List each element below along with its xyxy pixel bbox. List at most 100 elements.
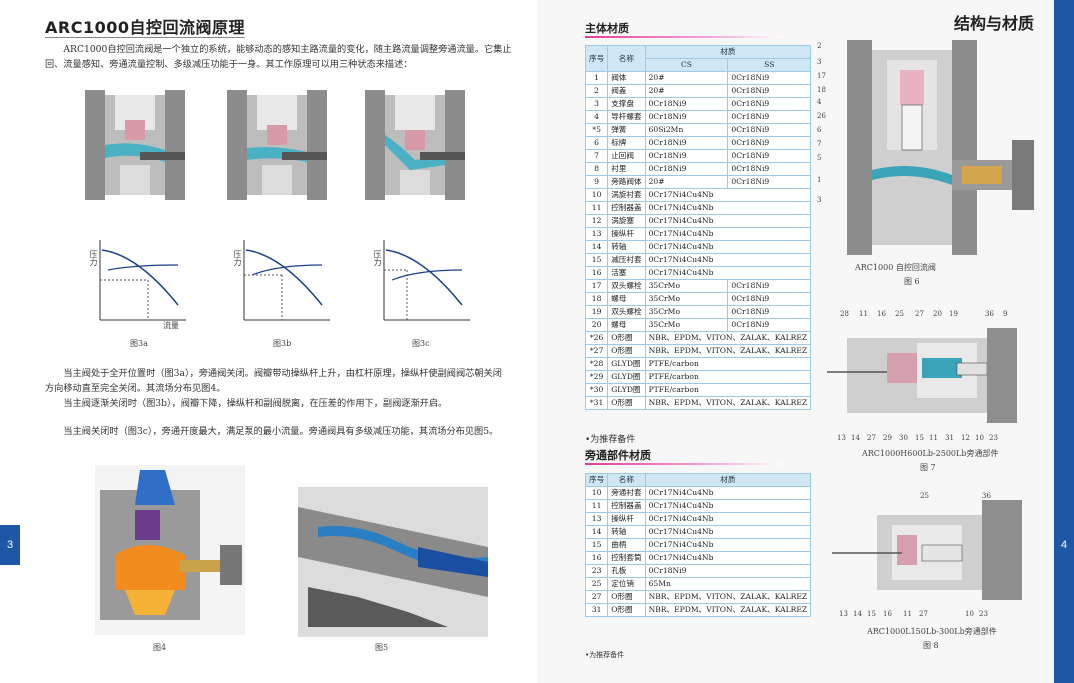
cell-no: 3	[584, 97, 609, 111]
cell-name: 双头螺栓	[607, 279, 646, 293]
fig6-callout-label: 18	[817, 86, 826, 94]
fig6-number: 图 6	[904, 277, 920, 286]
cell-no: 12	[584, 214, 609, 228]
section-bar	[585, 463, 785, 465]
fig7-callout-label: 9	[1003, 310, 1008, 318]
cell-cs: 0Cr18Ni9	[644, 162, 729, 176]
cell-cs: 0Cr17Ni4Cu4Nb	[644, 214, 812, 228]
cell-cs: 35CrMo	[644, 292, 729, 306]
fig7-callout-label: 13	[837, 434, 846, 442]
cell-name: 止回阀	[607, 149, 646, 163]
cell-name: 控制套筒	[607, 551, 646, 565]
fig8-caption: ARC1000L150Lb-300Lb旁通部件	[867, 627, 997, 636]
valve-diagram-3b	[227, 90, 327, 200]
cell-cs: 20#	[644, 84, 729, 98]
title-underline	[45, 37, 245, 38]
cell-name: 减压衬套	[607, 253, 646, 267]
fig6-callout-label: 17	[817, 72, 826, 80]
fig8-number: 图 8	[923, 641, 939, 650]
fig7-callout-label: 19	[949, 310, 958, 318]
cell-name: 阀体	[607, 71, 646, 85]
cell-cs: 35CrMo	[644, 318, 729, 332]
cell-ss: 0Cr18Ni9	[727, 123, 812, 137]
fig6-callout-label: 3	[817, 58, 822, 66]
fig6-callout-label: 7	[817, 140, 822, 148]
valve-diagram-3c	[365, 90, 465, 200]
bypass-parts-figure-7	[827, 328, 1017, 423]
fig7-callout-label: 10	[975, 434, 984, 442]
cell-ss: 0Cr18Ni9	[727, 292, 812, 306]
cell-no: 18	[584, 292, 609, 306]
right-page-strip	[1054, 0, 1074, 683]
cell-name: 操纵杆	[607, 512, 646, 526]
cell-name: 衬里	[607, 162, 646, 176]
page-number-tab: 4	[1054, 525, 1074, 565]
cell-no: 10	[584, 188, 609, 202]
cell-cs: 0Cr17Ni4Cu4Nb	[644, 188, 812, 202]
cell-cs: 60Si2Mn	[644, 123, 729, 137]
fig6-callout-label: 3	[817, 196, 822, 204]
flow-field-figure-4	[95, 465, 245, 635]
cell-no: 14	[584, 525, 609, 539]
col-ss: SS	[727, 58, 812, 72]
fig8-callout-label: 13	[839, 610, 848, 618]
cell-name: 孔板	[607, 564, 646, 578]
bypass-parts-figure-8	[832, 500, 1022, 600]
fig7-callout-label: 11	[859, 310, 868, 318]
cell-no: 20	[584, 318, 609, 332]
cell-no: *28	[584, 357, 609, 371]
cell-no: 31	[584, 603, 609, 617]
col-material: 材质	[644, 45, 812, 59]
cell-name: 转轴	[607, 525, 646, 539]
col-no: 序号	[584, 473, 609, 487]
cell-name: O形圈	[607, 603, 646, 617]
cell-cs: PTFE/carbon	[644, 357, 812, 371]
cell-cs: NBR、EPDM、VITON、ZALAK、KALREZ	[644, 344, 812, 358]
cell-no: 15	[584, 253, 609, 267]
fig5-caption: 图5	[375, 643, 389, 652]
cell-name: 涡旋塞	[607, 214, 646, 228]
cell-no: *29	[584, 370, 609, 384]
cell-no: *30	[584, 383, 609, 397]
cell-name: 双头螺栓	[607, 305, 646, 319]
cell-no: 9	[584, 175, 609, 189]
fig8-callout-label: 14	[853, 610, 862, 618]
fig7-callout-label: 29	[883, 434, 892, 442]
cell-ss: 0Cr18Ni9	[727, 175, 812, 189]
intro-paragraph: ARC1000自控回流阀是一个独立的系统，能够动态的感知主路流量的变化，随主路流…	[45, 44, 512, 70]
cell-name: 标牌	[607, 136, 646, 150]
fig3b-caption: 图3b	[273, 339, 292, 348]
section-title: 结构与材质	[953, 14, 1034, 33]
graph-y-label-3b: 压力	[233, 250, 242, 266]
left-page: ARC1000自控回流阀原理 ARC1000自控回流阀是一个独立的系统，能够动态…	[0, 18, 512, 652]
cell-ss: 0Cr18Ni9	[727, 305, 812, 319]
cell-cs: 20#	[644, 175, 729, 189]
col-cs: CS	[644, 58, 729, 72]
fig6-caption: ARC1000 自控回流阀	[855, 263, 936, 272]
cell-name: 支撑盘	[607, 97, 646, 111]
cell-cs: 0Cr17Ni4Cu4Nb	[644, 253, 812, 267]
fig8-callout-label: 36	[982, 492, 991, 500]
fig6-callout-label: 1	[817, 176, 822, 184]
cell-ss: 0Cr18Ni9	[727, 162, 812, 176]
cell-cs: 35CrMo	[644, 279, 729, 293]
spare-note: •为推荐备件	[585, 435, 636, 445]
cell-ss: 0Cr18Ni9	[727, 110, 812, 124]
cell-no: *31	[584, 396, 609, 410]
cell-name: 螺母	[607, 292, 646, 306]
cell-no: 8	[584, 162, 609, 176]
fig7-callout-label: 11	[929, 434, 938, 442]
